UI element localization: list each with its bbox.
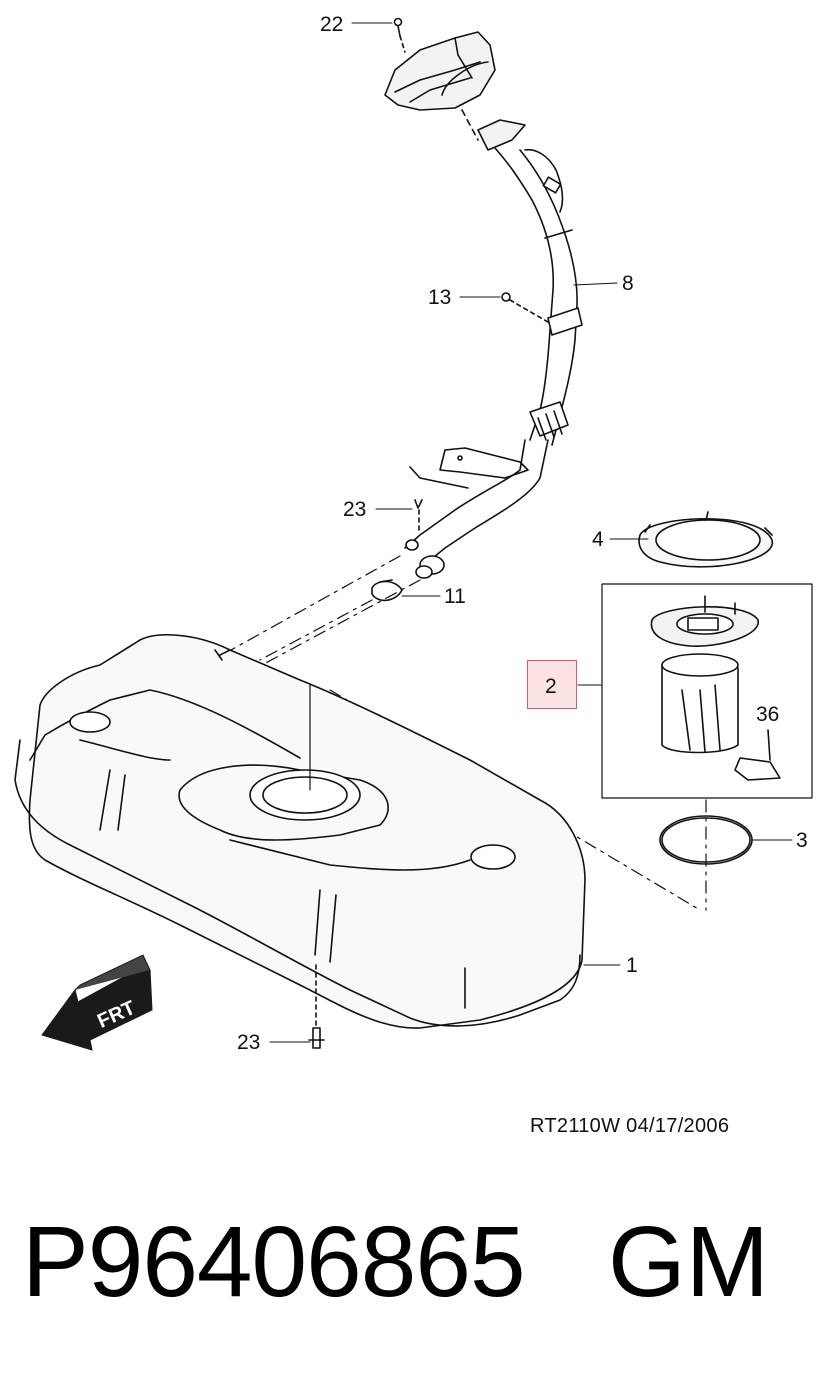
screw-22 (393, 17, 406, 53)
filler-neck-tube (461, 109, 583, 446)
filler-pipe-lower (371, 439, 549, 602)
callout-23-bottom: 23 (237, 1031, 261, 1054)
callout-8: 8 (622, 272, 634, 295)
screw-23-top (409, 466, 469, 535)
brand-label: GM (608, 1206, 770, 1318)
callout-4: 4 (592, 528, 604, 551)
screw-23-bottom (308, 964, 325, 1049)
callout-2: 2 (545, 675, 557, 698)
fuel-tank (14, 634, 586, 1029)
front-direction-arrow: FRT (41, 954, 153, 1051)
callout-13: 13 (428, 286, 452, 309)
callout-1: 1 (626, 954, 638, 977)
highlight-box-2 (527, 660, 577, 709)
lock-ring (638, 511, 773, 568)
nut-13 (501, 292, 549, 323)
pump-module-frame (601, 583, 813, 799)
fuel-pump-module (650, 595, 781, 781)
part-number: P96406865 (22, 1206, 526, 1318)
drawing-reference: RT2110W 04/17/2006 (530, 1115, 730, 1137)
callout-36: 36 (756, 703, 780, 726)
callout-23-top: 23 (343, 498, 367, 521)
callout-22: 22 (320, 13, 344, 36)
leader-lines (269, 22, 793, 1043)
filler-housing (384, 31, 496, 111)
callout-11: 11 (444, 585, 466, 608)
callout-3: 3 (796, 829, 808, 852)
